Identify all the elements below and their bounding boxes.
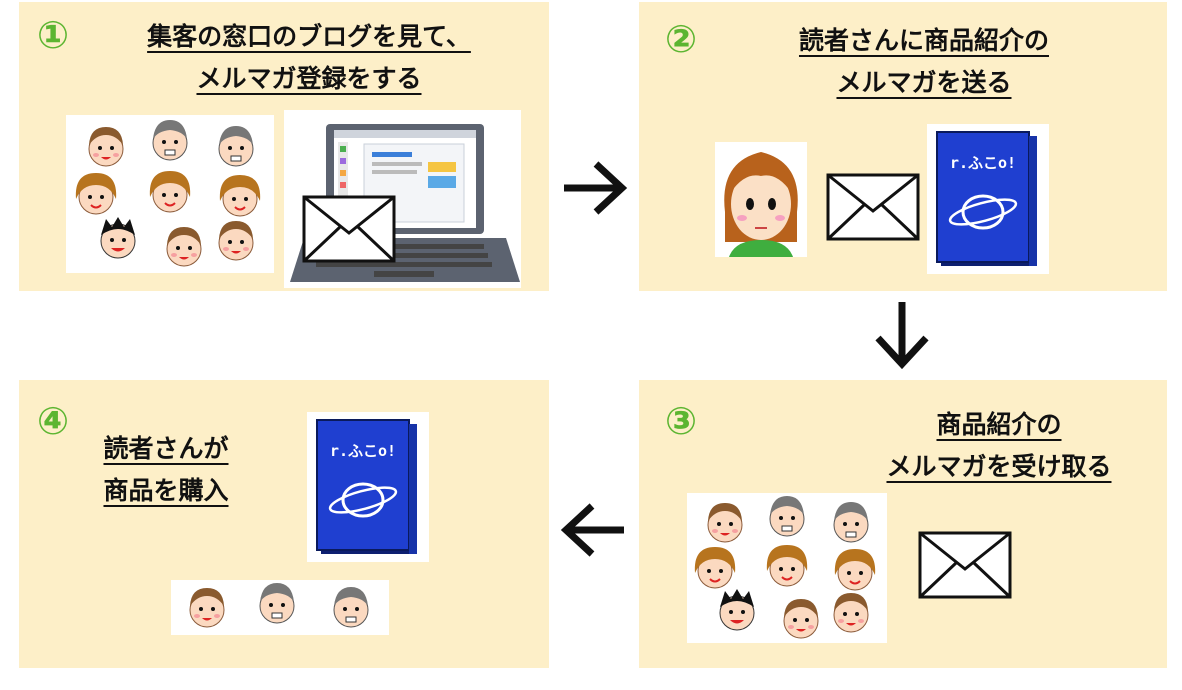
step-2-title-line2: メルマガを送る bbox=[836, 68, 1012, 97]
step-4-title-line2: 商品を購入 bbox=[103, 476, 229, 505]
step-3-title-line1: 商品紹介の bbox=[936, 410, 1062, 439]
step-1-title: 集客の窓口のブログを見て、 メルマガ登録をする bbox=[79, 16, 539, 100]
arrow-down-icon bbox=[875, 302, 929, 370]
purchased-book-image: r.ふこo! bbox=[307, 412, 429, 562]
step-4-title-line1: 読者さんが bbox=[103, 434, 229, 463]
book-cover-text: r.ふこo! bbox=[330, 442, 396, 460]
envelope-icon bbox=[302, 195, 396, 263]
book-cover-text: r.ふこo! bbox=[950, 154, 1016, 172]
arrow-left-icon bbox=[560, 503, 624, 557]
buyers-faces-image bbox=[171, 580, 389, 635]
step-4-panel: ④ 読者さんが 商品を購入 r.ふこo! bbox=[19, 380, 549, 668]
step-2-title: 読者さんに商品紹介の メルマガを送る bbox=[709, 20, 1139, 104]
step-3-title: 商品紹介の メルマガを受け取る bbox=[839, 404, 1159, 488]
step-4-title: 読者さんが 商品を購入 bbox=[81, 428, 251, 512]
audience-faces-image bbox=[687, 493, 887, 643]
audience-faces-image bbox=[66, 115, 274, 273]
arrow-right-icon bbox=[564, 161, 628, 215]
step-2-panel: ② 読者さんに商品紹介の メルマガを送る r.ふこo! bbox=[639, 2, 1167, 291]
step-3-number: ③ bbox=[665, 399, 698, 443]
step-1-title-line2: メルマガ登録をする bbox=[196, 64, 422, 93]
step-4-number: ④ bbox=[37, 399, 70, 443]
envelope-icon bbox=[826, 173, 920, 241]
product-book-image: r.ふこo! bbox=[927, 124, 1049, 274]
envelope-icon bbox=[918, 531, 1012, 599]
step-2-title-line1: 読者さんに商品紹介の bbox=[798, 26, 1049, 55]
step-1-title-line1: 集客の窓口のブログを見て、 bbox=[147, 22, 471, 51]
sender-person-image bbox=[715, 142, 807, 257]
step-2-number: ② bbox=[665, 17, 698, 61]
step-3-title-line2: メルマガを受け取る bbox=[886, 452, 1112, 481]
step-3-panel: ③ 商品紹介の メルマガを受け取る bbox=[639, 380, 1167, 668]
step-1-panel: ① 集客の窓口のブログを見て、 メルマガ登録をする bbox=[19, 2, 549, 291]
step-1-number: ① bbox=[37, 13, 70, 57]
